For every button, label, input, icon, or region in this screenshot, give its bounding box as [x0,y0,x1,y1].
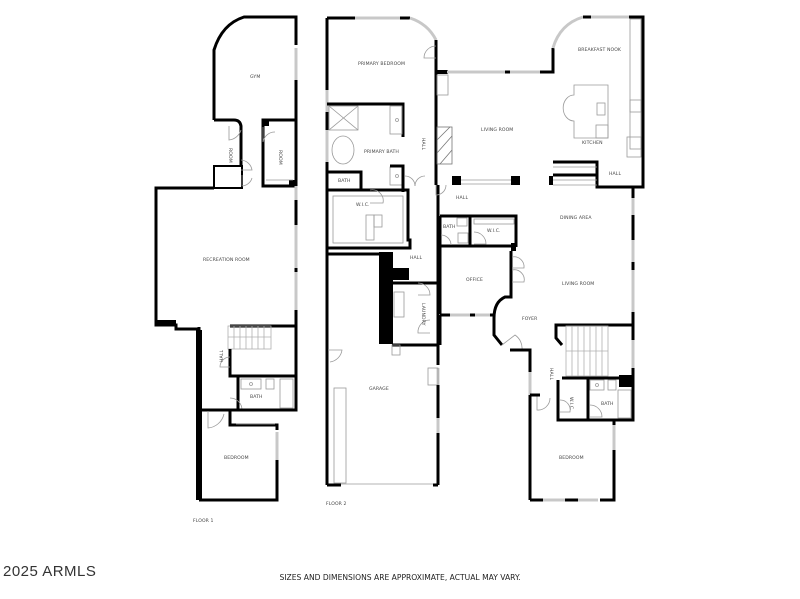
room-label-bath: BATH [250,394,263,400]
room-label-primary-bedroom: PRIMARY BEDROOM [358,61,405,67]
room-label-bath-office: BATH [443,224,456,230]
room-label-gym: GYM [250,74,260,80]
floor-2-plan [325,15,645,502]
room-label-primary-hall: HALL [420,138,426,150]
room-label-bedroom: BEDROOM [224,455,249,461]
room-label-primary-bath: PRIMARY BATH [364,149,399,155]
room-label-hall-center: HALL [410,255,422,261]
room-label-wic: W.I.C. [356,202,370,208]
room-label-garage: GARAGE [369,386,389,392]
room-label-hall-top: HALL [456,195,468,201]
copyright-watermark: 2025 ARMLS [3,563,97,580]
room-label-recreation-room: RECREATION ROOM [203,257,250,263]
room-label-wic-lower: W.I.C. [568,397,574,411]
room-label-dining-area: DINING AREA [560,215,592,221]
room-label-living-room-top: LIVING ROOM [481,127,513,133]
room-label-wic-office: W.I.C. [487,228,501,234]
floor-1-stairs [227,325,272,350]
room-label-hall-lower: HALL [548,368,554,380]
floor-1-label: FLOOR 1 [193,518,214,524]
room-label-bath-lower: BATH [601,401,614,407]
room-label-bath-small: BATH [338,178,351,184]
floor-2-stairs [565,325,609,377]
room-label-living-room: LIVING ROOM [562,281,594,287]
room-label-breakfast-nook: BREAKFAST NOOK [578,47,622,53]
room-label-room-left: ROOM [227,148,233,163]
room-label-hall-kitchen: HALL [609,171,621,177]
floor-2-label: FLOOR 2 [326,501,347,507]
room-label-bedroom-lower: BEDROOM [559,455,584,461]
room-label-room-right: ROOM [277,150,283,165]
floor-1-plan [154,15,298,502]
room-label-foyer: FOYER [522,316,538,322]
room-label-office: OFFICE [466,277,483,283]
room-label-kitchen: KITCHEN [582,140,603,146]
disclaimer-text: SIZES AND DIMENSIONS ARE APPROXIMATE, AC… [279,573,521,582]
room-label-laundry: LAUNDRY [420,303,426,326]
room-label-hall: HALL [219,350,225,362]
